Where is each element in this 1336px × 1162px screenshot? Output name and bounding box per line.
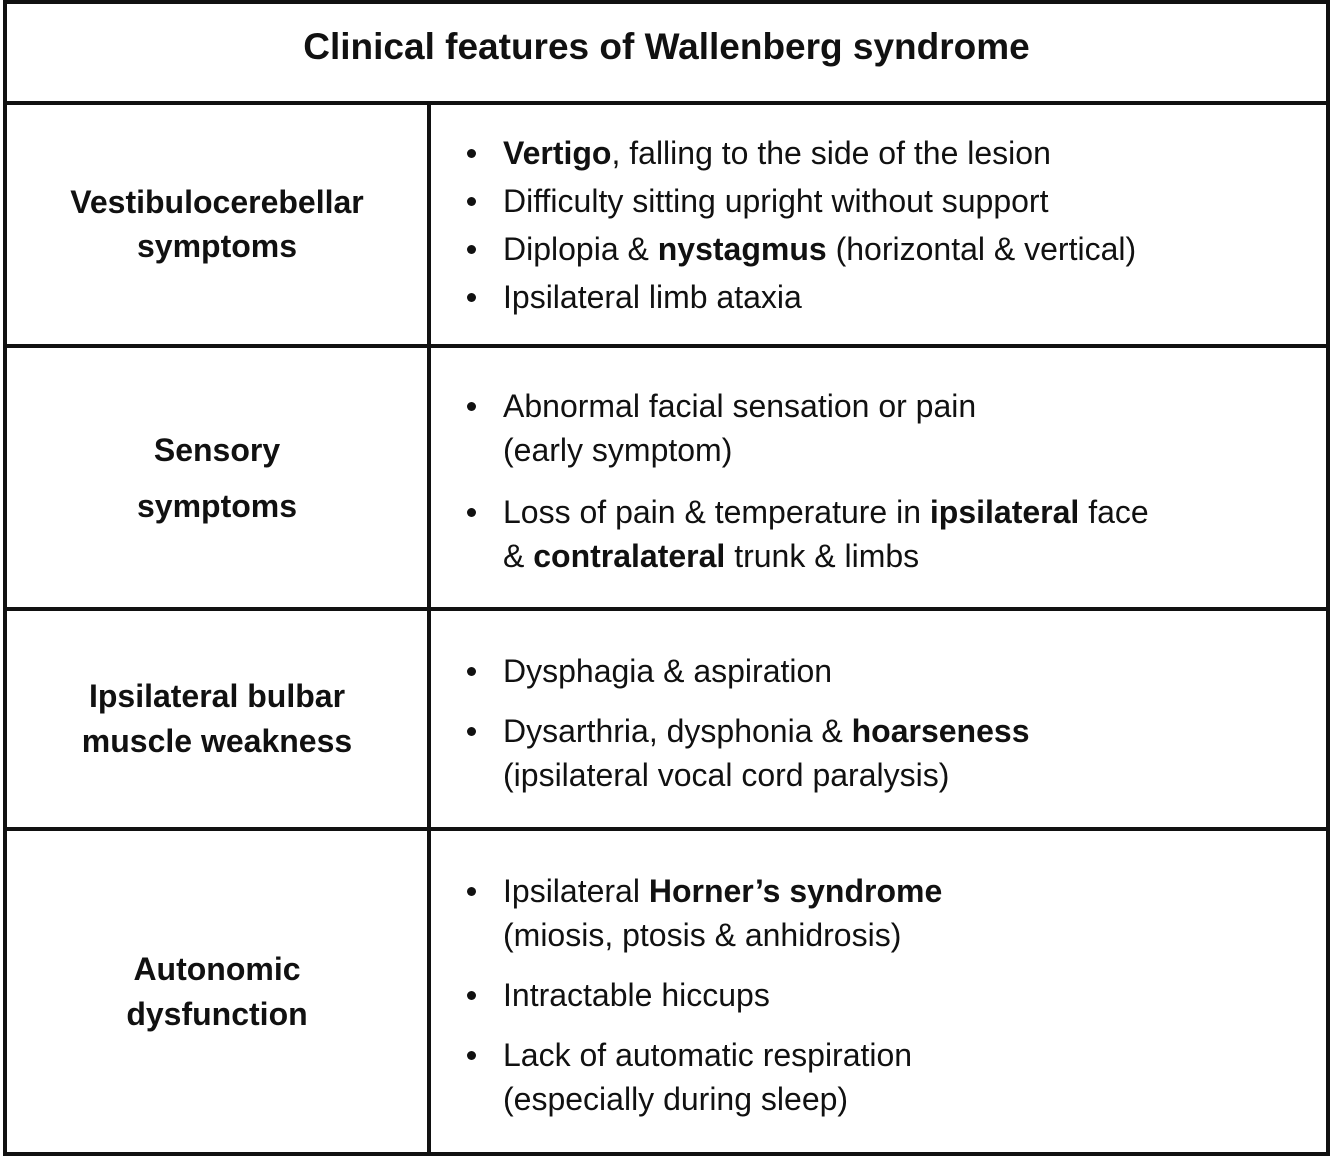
bold-term: ipsilateral bbox=[929, 494, 1080, 530]
list-item: Lack of automatic respiration (especially… bbox=[467, 1033, 1306, 1121]
table-row: Ipsilateral bulbar muscle weakness Dysph… bbox=[7, 611, 1326, 831]
item-line: Abnormal facial sensation or pain bbox=[503, 384, 1306, 428]
item-line: Lack of automatic respiration bbox=[503, 1033, 1306, 1077]
table-row: Autonomic dysfunction Ipsilateral Horner… bbox=[7, 831, 1326, 1152]
category-label: Autonomic dysfunction bbox=[126, 950, 308, 1032]
item-line: (especially during sleep) bbox=[503, 1077, 1306, 1121]
item-text: (miosis, ptosis & anhidrosis) bbox=[503, 917, 902, 953]
item-line: (early symptom) bbox=[503, 428, 1306, 472]
item-text: Ipsilateral limb ataxia bbox=[503, 279, 802, 315]
list-item: Vertigo, falling to the side of the lesi… bbox=[467, 131, 1306, 175]
table-row: Sensory symptoms Abnormal facial sensati… bbox=[7, 348, 1326, 611]
item-line: Ipsilateral limb ataxia bbox=[503, 275, 1306, 319]
item-text: , falling to the side of the lesion bbox=[611, 135, 1051, 171]
item-text: & bbox=[503, 538, 534, 574]
category-label: Sensory symptoms bbox=[136, 431, 298, 524]
category-cell: Autonomic dysfunction bbox=[7, 831, 431, 1152]
bold-term: Vertigo bbox=[503, 135, 612, 171]
list-item: Dysphagia & aspiration bbox=[467, 649, 1306, 693]
item-line: Dysphagia & aspiration bbox=[503, 649, 1306, 693]
bold-term: Horner’s syndrome bbox=[648, 873, 943, 909]
item-text: Ipsilateral bbox=[503, 873, 649, 909]
bold-term: nystagmus bbox=[657, 231, 827, 267]
item-text: Lack of automatic respiration bbox=[503, 1037, 913, 1073]
item-line: Intractable hiccups bbox=[503, 973, 1306, 1017]
item-line: Difficulty sitting upright without suppo… bbox=[503, 179, 1306, 223]
category-label: Vestibulocerebellar symptoms bbox=[70, 184, 364, 264]
table-row: Vestibulocerebellar symptoms Vertigo, fa… bbox=[7, 105, 1326, 348]
item-line: (miosis, ptosis & anhidrosis) bbox=[503, 913, 1306, 957]
item-line: Diplopia & nystagmus (horizontal & verti… bbox=[503, 227, 1306, 271]
item-text: (especially during sleep) bbox=[503, 1081, 849, 1117]
item-line: Loss of pain & temperature in ipsilatera… bbox=[503, 490, 1306, 534]
item-text: Dysarthria, dysphonia & bbox=[503, 713, 852, 749]
items-cell: Vertigo, falling to the side of the lesi… bbox=[431, 105, 1326, 344]
list-item: Ipsilateral limb ataxia bbox=[467, 275, 1306, 319]
item-text: face bbox=[1079, 494, 1149, 530]
table-title: Clinical features of Wallenberg syndrome bbox=[7, 4, 1326, 105]
list-item: Difficulty sitting upright without suppo… bbox=[467, 179, 1306, 223]
category-cell: Vestibulocerebellar symptoms bbox=[7, 105, 431, 344]
item-text: (horizontal & vertical) bbox=[826, 231, 1137, 267]
list-item: Diplopia & nystagmus (horizontal & verti… bbox=[467, 227, 1306, 271]
list-item: Intractable hiccups bbox=[467, 973, 1306, 1017]
category-cell: Ipsilateral bulbar muscle weakness bbox=[7, 611, 431, 827]
item-text: Loss of pain & temperature in bbox=[503, 494, 930, 530]
item-list: Ipsilateral Horner’s syndrome (miosis, pt… bbox=[467, 869, 1306, 1121]
item-text: (early symptom) bbox=[503, 432, 733, 468]
item-line: Dysarthria, dysphonia & hoarseness bbox=[503, 709, 1306, 753]
list-item: Loss of pain & temperature in ipsilatera… bbox=[467, 490, 1306, 578]
item-text: Abnormal facial sensation or pain bbox=[503, 388, 977, 424]
item-list: Abnormal facial sensation or pain (early … bbox=[467, 384, 1306, 578]
features-table: Clinical features of Wallenberg syndrome… bbox=[3, 0, 1330, 1156]
bold-term: contralateral bbox=[533, 538, 726, 574]
item-text: Diplopia & bbox=[503, 231, 658, 267]
category-label: Ipsilateral bulbar muscle weakness bbox=[81, 678, 353, 759]
item-line: & contralateral trunk & limbs bbox=[503, 534, 1306, 578]
item-text: Difficulty sitting upright without suppo… bbox=[503, 183, 1049, 219]
item-text: trunk & limbs bbox=[725, 538, 920, 574]
item-line: Vertigo, falling to the side of the lesi… bbox=[503, 131, 1306, 175]
list-item: Dysarthria, dysphonia & hoarseness (ipsil… bbox=[467, 709, 1306, 797]
bold-term: hoarseness bbox=[851, 713, 1030, 749]
item-text: Dysphagia & aspiration bbox=[503, 653, 833, 689]
item-line: Ipsilateral Horner’s syndrome bbox=[503, 869, 1306, 913]
items-cell: Abnormal facial sensation or pain (early … bbox=[431, 348, 1326, 607]
items-cell: Ipsilateral Horner’s syndrome (miosis, pt… bbox=[431, 831, 1326, 1152]
list-item: Abnormal facial sensation or pain (early … bbox=[467, 384, 1306, 472]
item-line: (ipsilateral vocal cord paralysis) bbox=[503, 753, 1306, 797]
item-list: Vertigo, falling to the side of the lesi… bbox=[467, 131, 1306, 319]
list-item: Ipsilateral Horner’s syndrome (miosis, pt… bbox=[467, 869, 1306, 957]
item-text: Intractable hiccups bbox=[503, 977, 770, 1013]
item-text: (ipsilateral vocal cord paralysis) bbox=[503, 757, 950, 793]
category-cell: Sensory symptoms bbox=[7, 348, 431, 607]
